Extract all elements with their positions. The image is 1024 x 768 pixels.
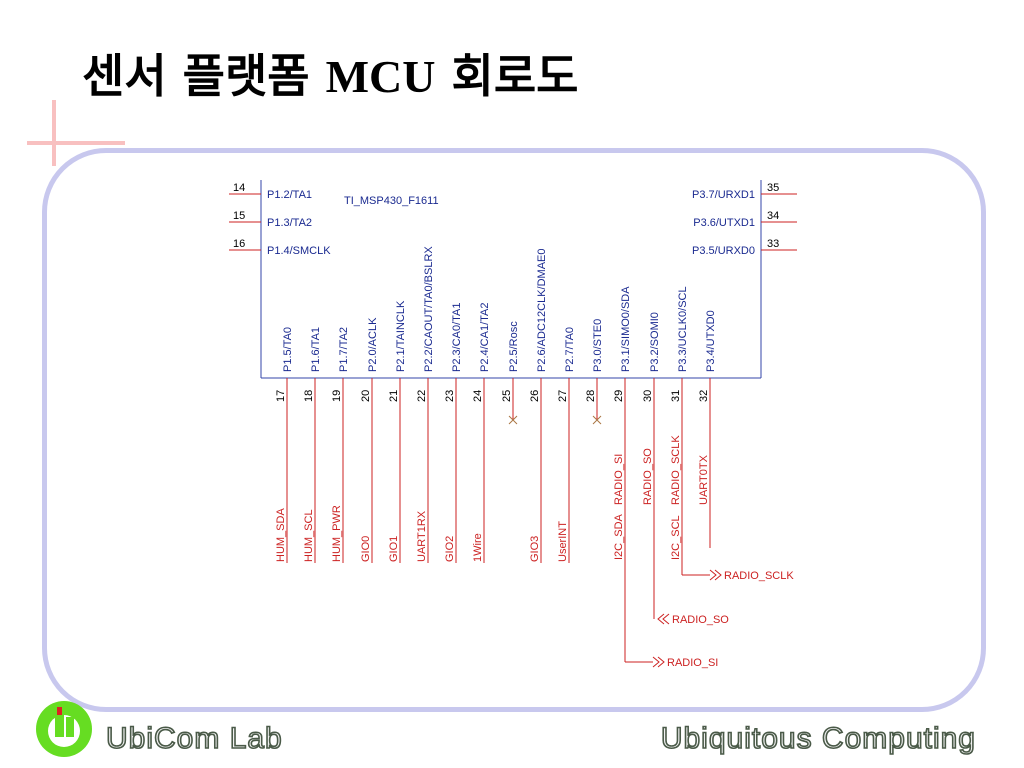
left-pin-number: 14	[233, 182, 245, 194]
off-page-connector-icon	[657, 613, 670, 625]
net-label: GIO3	[529, 536, 541, 562]
right-pin-number: 33	[767, 238, 779, 250]
bottom-pin-number: 27	[557, 390, 569, 402]
left-pin-label: P1.2/TA1	[267, 189, 312, 201]
net-label: HUM_SDA	[275, 508, 287, 562]
net-label: HUM_PWR	[331, 505, 343, 562]
bottom-pin-label: P1.7/TA2	[338, 327, 350, 372]
bottom-pin-label: P2.1/TAINCLK	[395, 300, 407, 372]
bottom-pin-number: 31	[670, 390, 682, 402]
left-pin-label: P1.3/TA2	[267, 217, 312, 229]
bottom-pin-number: 32	[698, 390, 710, 402]
port-label: RADIO_SCLK	[724, 570, 794, 582]
title-mcu-part: MCU	[325, 51, 436, 102]
bottom-pin-label: P3.0/STE0	[592, 319, 604, 372]
x-mark-icon	[592, 415, 602, 425]
bottom-pin-number: 22	[416, 390, 428, 402]
port-label: RADIO_SO	[672, 614, 729, 626]
bottom-pin-label: P2.5/Rosc	[508, 321, 520, 372]
footer-lab-name: UbiCom Lab	[105, 721, 283, 756]
right-pin-label: P3.7/URXD1	[692, 189, 755, 201]
decor-cross-horizontal	[27, 141, 125, 145]
net-label: GIO1	[388, 536, 400, 562]
right-pin-number: 35	[767, 182, 779, 194]
ubicom-logo-icon	[36, 701, 92, 757]
bottom-pin-label: P2.7/TA0	[564, 327, 576, 372]
bottom-pin-number: 19	[331, 390, 343, 402]
content-frame	[42, 148, 986, 712]
left-pin-number: 15	[233, 210, 245, 222]
bottom-pin-number: 20	[360, 390, 372, 402]
bottom-pin-number: 17	[275, 390, 287, 402]
right-pin-number: 34	[767, 210, 779, 222]
bottom-pin-number: 24	[472, 390, 484, 402]
bottom-pin-label: P3.1/SIMO0/SDA	[620, 286, 632, 372]
decor-cross-vertical	[52, 100, 56, 166]
bottom-pin-number: 18	[303, 390, 315, 402]
bottom-pin-label: P2.3/CA0/TA1	[451, 303, 463, 373]
bottom-pin-label: P2.4/CA1/TA2	[479, 303, 491, 373]
x-mark-icon	[508, 415, 518, 425]
right-pin-label: P3.5/URXD0	[692, 245, 755, 257]
net-label: RADIO_SO	[642, 448, 654, 505]
bottom-pin-label: P3.3/UCLK0/SCL	[677, 286, 689, 372]
net-label: UART1RX	[416, 510, 428, 562]
off-page-connector-icon	[652, 656, 665, 668]
bottom-pin-label: P3.2/SOMI0	[649, 312, 661, 372]
left-pin-number: 16	[233, 238, 245, 250]
bottom-pin-label: P2.0/ACLK	[367, 317, 379, 372]
title-korean-end: 회로도	[435, 49, 579, 103]
net-label: 1Wire	[472, 533, 484, 562]
net-label: I2C_SCL	[670, 515, 682, 560]
bottom-pin-number: 25	[501, 390, 513, 402]
bottom-pin-label: P2.2/CAOUT/TA0/BSLRX	[423, 246, 435, 372]
bottom-pin-number: 28	[585, 390, 597, 402]
left-pin-label: P1.4/SMCLK	[267, 245, 331, 257]
bottom-pin-number: 29	[613, 390, 625, 402]
net-label: GIO2	[444, 536, 456, 562]
net-label-secondary: RADIO_SCLK	[670, 435, 682, 505]
bottom-pin-label: P1.6/TA1	[310, 327, 322, 372]
bottom-pin-number: 30	[642, 390, 654, 402]
bottom-pin-label: P1.5/TA0	[282, 327, 294, 372]
net-label: UART0TX	[698, 454, 710, 505]
net-label: I2C_SDA	[613, 513, 625, 560]
chip-name: TI_MSP430_F1611	[344, 195, 439, 207]
net-label: HUM_SCL	[303, 509, 315, 562]
port-label: RADIO_SI	[667, 657, 718, 669]
slide-title: 센서 플랫폼 MCU 회로도	[82, 44, 578, 109]
right-pin-label: P3.6/UTXD1	[693, 217, 755, 229]
bottom-pin-number: 21	[388, 390, 400, 402]
footer-subtitle: Ubiquitous Computing	[660, 721, 976, 756]
bottom-pin-number: 26	[529, 390, 541, 402]
net-label-secondary: RADIO_SI	[613, 454, 625, 505]
bottom-pin-number: 23	[444, 390, 456, 402]
net-label: UserINT	[557, 521, 569, 562]
off-page-connector-icon	[709, 569, 722, 581]
bottom-pin-label: P3.4/UTXD0	[705, 310, 717, 372]
title-korean-part: 센서 플랫폼	[82, 49, 326, 103]
net-label: GIO0	[360, 536, 372, 562]
bottom-pin-label: P2.6/ADC12CLK/DMAE0	[536, 249, 548, 373]
